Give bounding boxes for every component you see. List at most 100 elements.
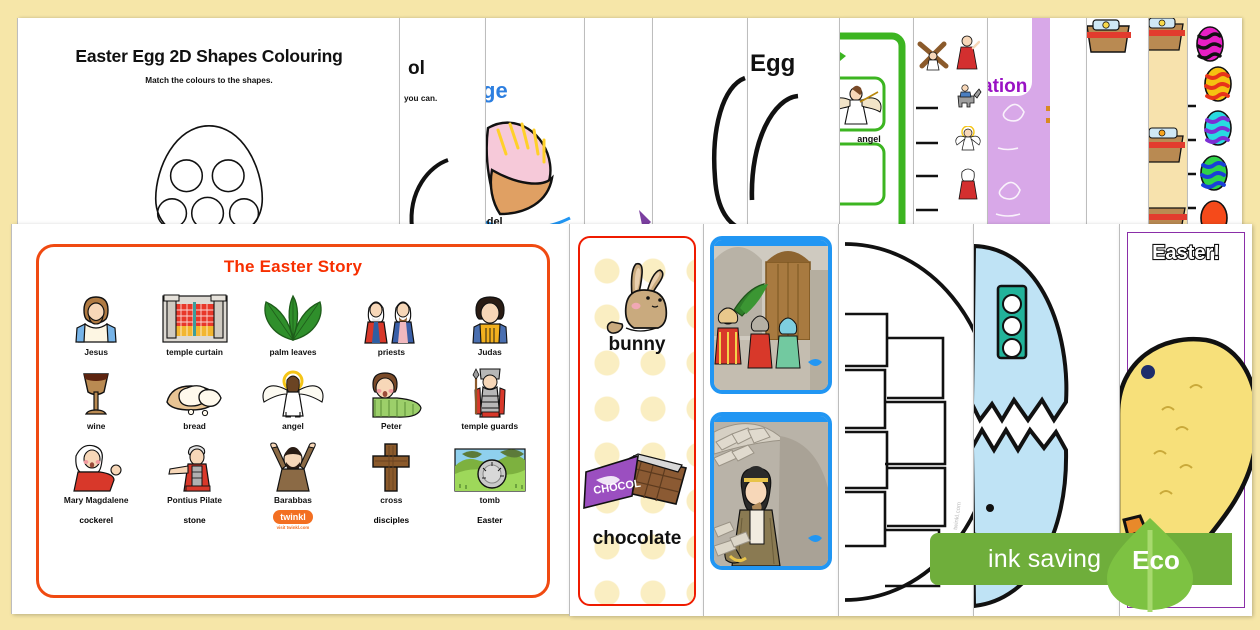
cross-icon bbox=[344, 440, 438, 492]
word-mat-label: palm leaves bbox=[269, 347, 317, 357]
word-mat-item-palm-leaves[interactable]: palm leaves bbox=[246, 292, 340, 357]
word-mat-item-angel[interactable]: angel bbox=[246, 366, 340, 431]
temple-curtain-icon bbox=[148, 292, 242, 344]
jesus-carrying-cross-icon bbox=[917, 41, 949, 71]
word-mat-label: priests bbox=[377, 347, 405, 357]
word-mat-item-pontius-pilate[interactable]: Pontius Pilate bbox=[148, 440, 242, 505]
word-mat-item-temple-curtain[interactable]: temple curtain bbox=[148, 292, 242, 357]
doughnut-icon bbox=[486, 121, 571, 230]
tomb-icon bbox=[443, 440, 537, 492]
sheet-blank-b[interactable] bbox=[653, 18, 748, 230]
easter-basket-icon bbox=[1087, 19, 1131, 53]
word-mat-row: Jesus bbox=[47, 283, 539, 357]
pontius-pilate-icon bbox=[148, 440, 242, 492]
angel-icon bbox=[955, 126, 981, 151]
sheet-easter-story-word-mat[interactable]: The Easter Story bbox=[12, 224, 570, 614]
word-mat-item-bread[interactable]: bread bbox=[148, 366, 242, 431]
twinkl-logo-text: twinkl bbox=[273, 510, 313, 524]
sheet-bunny-chocolate-flashcard[interactable]: bunny CHOCOL chocolate bbox=[570, 224, 704, 616]
sheet-basket-strip[interactable] bbox=[1149, 18, 1188, 230]
word-mat-item-mary-magdalene[interactable]: Mary Magdalene bbox=[49, 440, 143, 505]
sheet-subtitle-fragment: you can. bbox=[404, 94, 438, 103]
tomb-scene-icon bbox=[714, 416, 828, 566]
sheet-title: Easter Egg 2D Shapes Colouring bbox=[75, 46, 343, 66]
chick-icon bbox=[1120, 336, 1252, 569]
word-mat-item-priests[interactable]: priests bbox=[344, 292, 438, 357]
sheet-title-fragment: ation bbox=[988, 76, 1028, 97]
judas-icon bbox=[443, 292, 537, 344]
white-corner bbox=[988, 18, 1032, 96]
word-mat-row: Mary Magdalene bbox=[47, 431, 539, 505]
word-mat-label: angel bbox=[857, 134, 881, 144]
sheet-purple-ation[interactable]: ation bbox=[988, 18, 1087, 230]
sheet-green-word-mat[interactable]: angel bbox=[840, 18, 914, 230]
word-mat-frame: The Easter Story bbox=[36, 244, 550, 598]
word-mat-word-cockerel[interactable]: cockerel bbox=[79, 515, 114, 525]
flashcard-word-bunny: bunny bbox=[608, 334, 666, 355]
dot-b bbox=[1046, 118, 1050, 123]
twinkl-logo-sub: visit twinkl.com bbox=[276, 525, 310, 530]
word-mat-item-judas[interactable]: Judas bbox=[443, 292, 537, 357]
palm-sunday-scene-icon bbox=[714, 240, 828, 390]
word-mat-item-peter[interactable]: Peter bbox=[344, 366, 438, 431]
word-mat-item-jesus[interactable]: Jesus bbox=[49, 292, 143, 357]
egg-jigsaw-icon: twinkl.com bbox=[844, 242, 974, 602]
jesus-on-donkey-icon bbox=[957, 84, 982, 108]
sheet-blank-a[interactable] bbox=[585, 18, 653, 230]
word-mat-item-barabbas[interactable]: Barabbas bbox=[246, 440, 340, 505]
angel-icon bbox=[840, 85, 882, 125]
word-mat-label: Judas bbox=[477, 347, 502, 357]
sheet-partial-egg[interactable]: Egg bbox=[748, 18, 840, 230]
word-mat-label: Mary Magdalene bbox=[63, 495, 129, 505]
sheet-partial-ol[interactable]: ol you can. bbox=[400, 18, 486, 230]
egg-outline-partial-icon bbox=[409, 158, 449, 229]
sheet-title-fragment: ge bbox=[486, 78, 508, 103]
word-mat-label: temple guards bbox=[461, 421, 519, 431]
photo-card-tomb[interactable] bbox=[710, 412, 832, 570]
sheet-partial-blue[interactable]: ge odel bbox=[486, 18, 585, 230]
bread-icon bbox=[148, 366, 242, 418]
word-mat-item-tomb[interactable]: tomb bbox=[443, 440, 537, 505]
word-mat-label: Pontius Pilate bbox=[167, 495, 223, 505]
top-sheet-row: Easter Egg 2D Shapes Colouring Match the… bbox=[18, 18, 1242, 230]
word-mat-label: Barabbas bbox=[274, 495, 312, 505]
sheet-title-fragment: Egg bbox=[750, 50, 796, 77]
roman-soldier-icon bbox=[956, 35, 980, 70]
green-frame-icon bbox=[840, 32, 906, 230]
word-mat-item-wine[interactable]: wine bbox=[49, 366, 143, 431]
egg-outline-icon bbox=[154, 125, 264, 230]
peter-icon bbox=[344, 366, 438, 418]
sheet-basket-white[interactable] bbox=[1087, 18, 1149, 230]
word-mat-title: The Easter Story bbox=[223, 257, 363, 276]
sheet-title-fragment: ol bbox=[408, 58, 425, 79]
flashcard-frame: bunny CHOCOL chocolate bbox=[578, 236, 696, 606]
purple-shape-icon bbox=[639, 210, 651, 230]
chick-pattern-icon bbox=[995, 36, 1029, 217]
word-mat-word-stone[interactable]: stone bbox=[183, 515, 206, 525]
word-mat-word-disciples[interactable]: disciples bbox=[373, 515, 410, 525]
word-mat-item-cross[interactable]: cross bbox=[344, 440, 438, 505]
word-mat-label: angel bbox=[282, 421, 304, 431]
photo-card-palm-sunday[interactable] bbox=[710, 236, 832, 394]
wine-goblet-icon bbox=[49, 366, 143, 418]
dot-a bbox=[1046, 106, 1050, 111]
twinkl-logo: twinkl visit twinkl.com bbox=[246, 510, 340, 530]
answer-lines-icon bbox=[916, 106, 938, 212]
word-mat-grid: Jesus bbox=[39, 283, 547, 535]
word-mat-label: Jesus bbox=[84, 347, 108, 357]
priests-icon bbox=[344, 292, 438, 344]
palm-leaves-icon bbox=[246, 292, 340, 344]
word-mat-item-temple-guards[interactable]: temple guards bbox=[443, 366, 537, 431]
flashcard-word-chocolate: chocolate bbox=[592, 528, 682, 549]
sheet-easter-egg-2d-shapes-colouring[interactable]: Easter Egg 2D Shapes Colouring Match the… bbox=[18, 18, 400, 230]
eco-label: ink saving bbox=[988, 544, 1102, 573]
sheet-egg-ladder[interactable] bbox=[1188, 18, 1242, 230]
egg-outline-partial-icon bbox=[749, 93, 799, 201]
sheet-easter-story-photo-cards[interactable] bbox=[704, 224, 839, 616]
word-mat-label: Peter bbox=[380, 421, 402, 431]
word-mat-label: tomb bbox=[479, 495, 500, 505]
mary-magdalene-icon bbox=[49, 440, 143, 492]
eco-leaf-label: Eco bbox=[1132, 545, 1180, 575]
word-mat-word-easter[interactable]: Easter bbox=[477, 515, 503, 525]
sheet-picture-ladder[interactable] bbox=[914, 18, 988, 230]
